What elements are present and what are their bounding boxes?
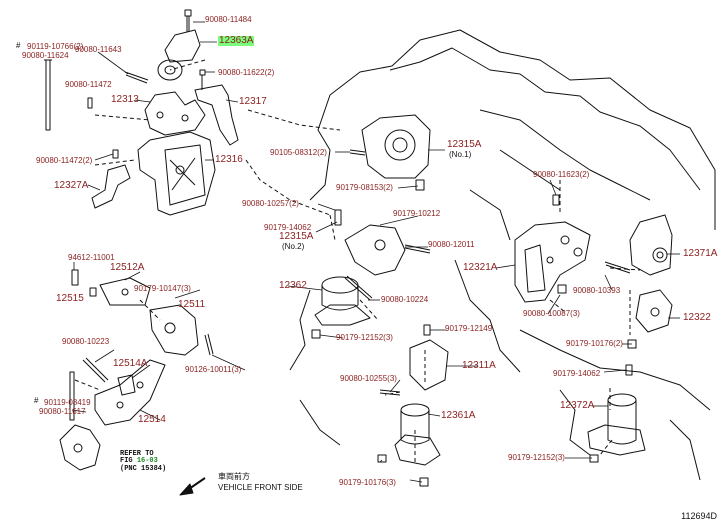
part-label[interactable]: 90080-10393: [573, 286, 621, 295]
part-label[interactable]: 90080-11472(2): [36, 156, 93, 165]
part-label[interactable]: 90179-12149: [445, 324, 493, 333]
part-label[interactable]: 12315A: [279, 231, 314, 242]
part-label[interactable]: 12317: [239, 96, 267, 107]
part-label[interactable]: 12361A: [441, 410, 476, 421]
refer-line3: (PNC 15384): [120, 464, 167, 473]
engine-outline-inner: [389, 47, 701, 191]
engine-mount-no2: [311, 209, 431, 339]
hash-marker: #: [16, 41, 21, 50]
part-label[interactable]: 90179-12152(3): [336, 333, 393, 342]
part-label[interactable]: 90105-08312(2): [270, 148, 327, 157]
part-label[interactable]: 90080-11624: [22, 51, 69, 60]
part-label[interactable]: 90179-10176(3): [339, 478, 396, 487]
transaxle-mount-right: [514, 194, 673, 349]
part-label[interactable]: 12512A: [110, 262, 145, 273]
refer-line2: FIG 16-03: [120, 458, 166, 465]
part-label[interactable]: 12371A: [683, 248, 718, 259]
part-label[interactable]: 12514A: [113, 358, 148, 369]
part-label[interactable]: 90179-10147(3): [134, 284, 191, 293]
part-label[interactable]: 12315A: [447, 139, 482, 150]
refer-line1: REFER TO: [120, 450, 154, 458]
part-label[interactable]: 90080-10224: [381, 295, 429, 304]
part-label[interactable]: 90126-10011(3): [185, 365, 242, 374]
part-label[interactable]: 90179-08153(2): [336, 183, 393, 192]
mount-lower-left: [59, 269, 214, 471]
vehicle-front-english: VEHICLE FRONT SIDE: [218, 483, 303, 492]
part-label[interactable]: 90179-14062: [553, 369, 601, 378]
part-label[interactable]: 12311A: [462, 360, 496, 371]
part-label[interactable]: 12313: [111, 94, 139, 105]
hash-marker: #: [34, 396, 39, 405]
part-label[interactable]: 90080-11622(2): [218, 68, 275, 77]
part-label-highlighted[interactable]: 12363A: [218, 35, 255, 46]
part-label[interactable]: 90179-10176(2): [566, 339, 623, 348]
part-label[interactable]: 90080-10087(3): [523, 309, 580, 318]
part-label[interactable]: 12515: [56, 293, 84, 304]
part-label[interactable]: 90080-11623(2): [533, 170, 590, 179]
engine-outline: [329, 29, 716, 230]
part-label[interactable]: 12321A: [463, 262, 498, 273]
mount-center-lower: [377, 324, 449, 487]
part-label[interactable]: 12514: [138, 414, 166, 425]
part-label[interactable]: 90080-11643: [75, 45, 122, 54]
part-label[interactable]: 90179-10212: [393, 209, 441, 218]
engine-mount-no1: [349, 114, 431, 191]
part-label[interactable]: 90080-11484: [205, 15, 252, 24]
mount-right-lower: [587, 364, 646, 463]
refer-fig-number[interactable]: 16-03: [136, 457, 158, 466]
part-label[interactable]: 90179-14062: [264, 223, 312, 232]
vehicle-front-chinese: 車両前方: [218, 472, 250, 481]
part-label[interactable]: 12362: [279, 280, 307, 291]
part-label[interactable]: 90080-10255(3): [340, 374, 397, 383]
refer-to-figure[interactable]: REFER TO FIG 16-03 (PNC 15384): [120, 450, 167, 473]
diagram-code: 112694D: [681, 511, 717, 521]
part-label-variant: (No.1): [449, 150, 472, 159]
part-label[interactable]: 90080-11617: [39, 407, 86, 416]
part-label[interactable]: 90080-10223: [62, 337, 110, 346]
part-label[interactable]: 90080-10257(2): [242, 199, 299, 208]
part-label-variant: (No.2): [282, 242, 305, 251]
part-label[interactable]: 12511: [178, 299, 206, 310]
part-label[interactable]: 12327A: [54, 180, 89, 191]
part-label[interactable]: 90119-10766(2): [27, 42, 84, 51]
part-label[interactable]: 90179-12152(3): [508, 453, 565, 462]
part-label[interactable]: 12316: [215, 154, 243, 165]
part-label[interactable]: 90080-11472: [65, 80, 112, 89]
part-label[interactable]: 12372A: [560, 400, 595, 411]
part-label[interactable]: 12322: [683, 312, 711, 323]
refer-fig-prefix: FIG: [120, 457, 133, 466]
part-label[interactable]: 90119-08419: [44, 398, 91, 407]
part-label[interactable]: 94612-11001: [68, 253, 115, 262]
engine-mount-upper-left: [44, 9, 239, 216]
part-label[interactable]: 90080-12011: [428, 240, 475, 249]
